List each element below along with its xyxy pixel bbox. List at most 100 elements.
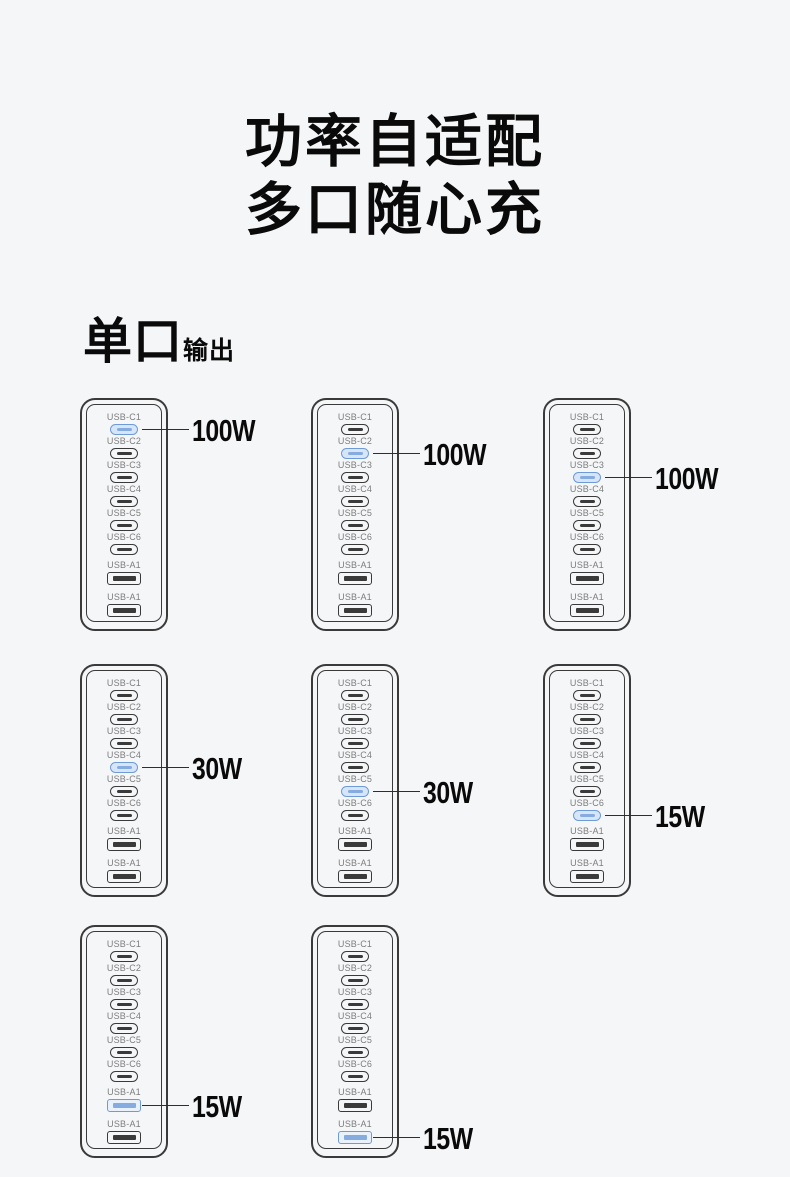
port-pin-bar <box>116 694 132 697</box>
usb-a-port <box>338 1099 372 1112</box>
port-label: USB-C6 <box>337 798 373 808</box>
usb-c-port-group: USB-C5 <box>570 509 604 531</box>
usb-c-port-group: USB-C2 <box>338 964 372 986</box>
usb-c-port-group: USB-C1 <box>338 940 372 962</box>
port-pin-bar <box>112 1135 136 1140</box>
port-label: USB-C2 <box>106 963 142 973</box>
port-label: USB-A1 <box>338 560 372 570</box>
usb-c-port-group: USB-C5 <box>338 775 372 797</box>
usb-a-port <box>338 572 372 585</box>
usb-a-port-group: USB-A1 <box>338 593 372 617</box>
usb-c-port-group: USB-C5 <box>338 1036 372 1058</box>
port-pin-bar <box>347 742 363 745</box>
port-label: USB-C1 <box>569 678 605 688</box>
port-label: USB-A1 <box>338 592 372 602</box>
port-pin-bar <box>579 452 595 455</box>
usb-c-port-group: USB-C4 <box>570 751 604 773</box>
usb-c-port-group: USB-C6 <box>107 799 141 821</box>
port-label: USB-C5 <box>569 774 605 784</box>
usb-c-port <box>341 810 369 821</box>
port-pin-bar <box>579 476 595 479</box>
port-label: USB-C4 <box>106 750 142 760</box>
usb-c-port-group: USB-C3 <box>107 461 141 483</box>
port-label: USB-A1 <box>338 858 372 868</box>
power-label: 30W <box>423 774 473 810</box>
usb-c-port <box>110 448 138 459</box>
usb-c-port <box>110 810 138 821</box>
port-label: USB-A1 <box>570 858 604 868</box>
usb-c-port <box>110 786 138 797</box>
port-label: USB-A1 <box>107 858 141 868</box>
usb-c-port <box>341 496 369 507</box>
port-label: USB-C1 <box>569 412 605 422</box>
port-label: USB-C6 <box>337 532 373 542</box>
usb-c-port-group: USB-C1 <box>338 679 372 701</box>
usb-c-port-group: USB-C6 <box>570 799 604 821</box>
port-pin-bar <box>112 874 136 879</box>
usb-c-port <box>110 496 138 507</box>
port-label: USB-C4 <box>337 750 373 760</box>
usb-c-port-group: USB-C2 <box>338 437 372 459</box>
usb-c-port-group: USB-C6 <box>570 533 604 555</box>
usb-c-port-highlighted <box>573 472 601 483</box>
usb-c-port <box>573 786 601 797</box>
port-label: USB-A1 <box>107 1087 141 1097</box>
port-label: USB-C1 <box>337 678 373 688</box>
port-pin-bar <box>116 814 132 817</box>
port-pin-bar <box>112 1103 136 1108</box>
usb-c-port-group: USB-C4 <box>570 485 604 507</box>
usb-c-port <box>573 424 601 435</box>
port-label: USB-C1 <box>337 939 373 949</box>
port-pin-bar <box>116 979 132 982</box>
port-label: USB-C3 <box>337 460 373 470</box>
port-pin-bar <box>347 955 363 958</box>
port-label: USB-A1 <box>107 592 141 602</box>
port-pin-bar <box>347 476 363 479</box>
callout-line <box>373 1136 420 1139</box>
power-label: 15W <box>655 798 705 834</box>
usb-c-port <box>110 520 138 531</box>
port-label: USB-C5 <box>106 774 142 784</box>
power-label: 100W <box>423 436 487 472</box>
port-pin-bar <box>579 742 595 745</box>
usb-c-port-group: USB-C4 <box>107 751 141 773</box>
port-pin-bar <box>347 1027 363 1030</box>
port-label: USB-C4 <box>569 484 605 494</box>
port-label: USB-A1 <box>107 560 141 570</box>
port-label: USB-C2 <box>106 436 142 446</box>
usb-c-port <box>341 472 369 483</box>
port-label: USB-C5 <box>106 1035 142 1045</box>
usb-c-port <box>110 951 138 962</box>
port-label: USB-C2 <box>337 963 373 973</box>
port-pin-bar <box>116 1003 132 1006</box>
port-pin-bar <box>575 874 599 879</box>
callout-line <box>142 1104 189 1107</box>
usb-c-port-highlighted <box>341 786 369 797</box>
usb-c-port <box>341 951 369 962</box>
usb-c-port-group: USB-C6 <box>107 533 141 555</box>
port-pin-bar <box>575 608 599 613</box>
usb-c-port <box>573 520 601 531</box>
usb-c-port <box>573 544 601 555</box>
port-label: USB-A1 <box>338 1119 372 1129</box>
usb-c-port-group: USB-C3 <box>338 988 372 1010</box>
port-label: USB-C6 <box>569 532 605 542</box>
port-pin-bar <box>579 766 595 769</box>
port-label: USB-C3 <box>337 726 373 736</box>
port-pin-bar <box>347 790 363 793</box>
port-pin-bar <box>347 718 363 721</box>
port-pin-bar <box>575 842 599 847</box>
port-label: USB-C4 <box>569 750 605 760</box>
port-pin-bar <box>112 576 136 581</box>
usb-a-port-group: USB-A1 <box>107 593 141 617</box>
usb-c-port-group: USB-C5 <box>107 1036 141 1058</box>
usb-a-port-group: USB-A1 <box>338 859 372 883</box>
